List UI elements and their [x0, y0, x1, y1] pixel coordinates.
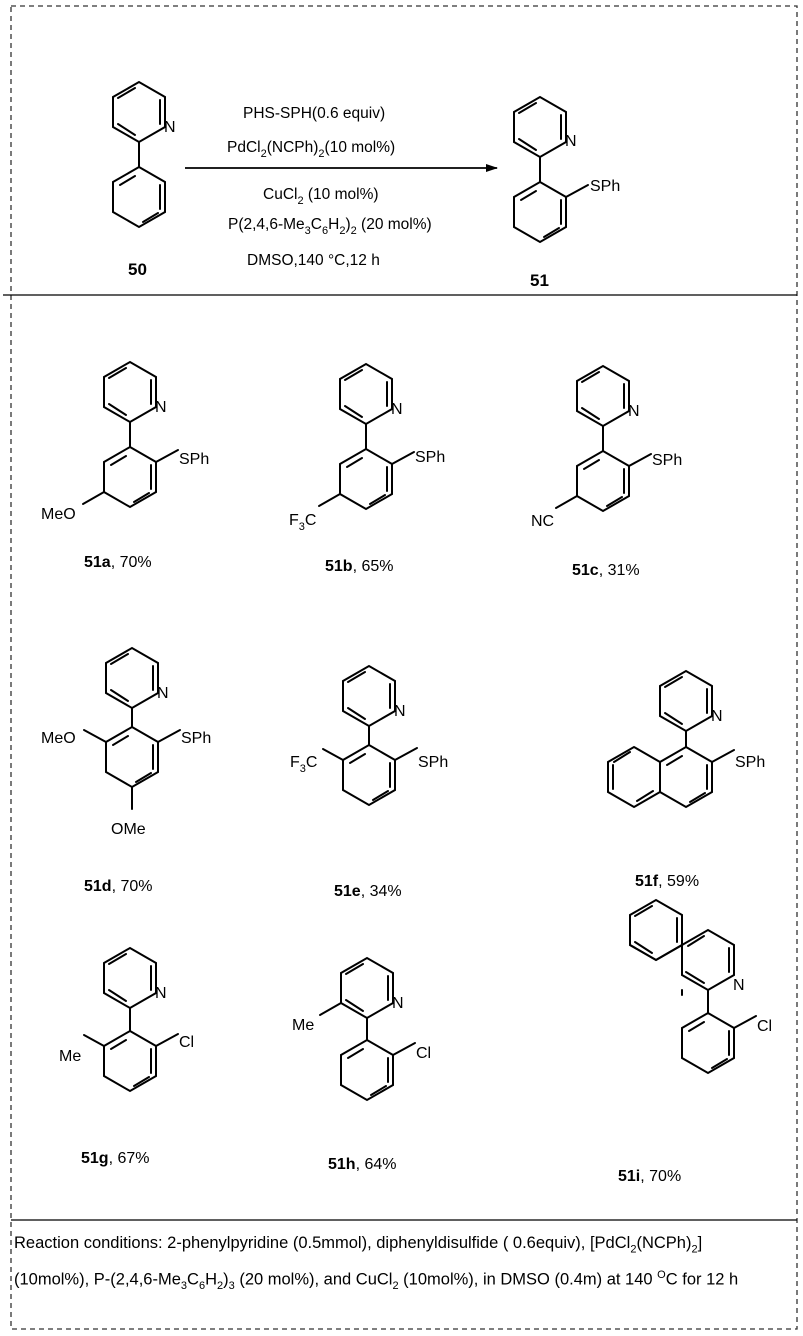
compound-51i: N Cl 51i, 70% [618, 898, 772, 1185]
yield-label-51f: 51f, 59% [635, 873, 699, 890]
yield-label-51g: 51g, 67% [81, 1150, 150, 1167]
yield-label-51b: 51b, 65% [325, 558, 394, 575]
atom-SPh: SPh [181, 730, 211, 747]
condition-line-4: P(2,4,6-Me3C6H2)2 (20 mol%) [228, 216, 432, 237]
atom-N: N [565, 133, 577, 150]
scheme-frame [10, 5, 798, 1330]
compound-51d: N SPh MeO OMe 51d, 70% [41, 646, 211, 895]
compound-51a: N SPh MeO 51a, 70% [41, 360, 209, 571]
atom-Cl: Cl [179, 1034, 194, 1051]
yield-label-51a: 51a, 70% [84, 554, 152, 571]
atom-SPh: SPh [415, 449, 445, 466]
compound-51h: N Cl Me 51h, 64% [292, 956, 431, 1173]
condition-line-3: CuCl2 (10 mol%) [263, 186, 379, 207]
atom-SPh: SPh [735, 754, 765, 771]
atom-MeO: MeO [41, 506, 76, 523]
label-50: 50 [128, 260, 147, 279]
atom-N: N [155, 399, 167, 416]
atom-N: N [733, 977, 745, 994]
yield-label-51c: 51c, 31% [572, 562, 640, 579]
compound-51b: N SPh F3C 51b, 65% [289, 362, 445, 575]
condition-line-2: PdCl2(NCPh)2(10 mol%) [227, 139, 395, 160]
condition-line-1: PHS-SPH(0.6 equiv) [243, 105, 385, 122]
reaction-conditions-footnote: Reaction conditions: 2-phenylpyridine (0… [14, 1234, 739, 1293]
atom-SPh: SPh [652, 452, 682, 469]
atom-SPh: SPh [590, 178, 620, 195]
condition-line-5: DMSO,140 °C,12 h [247, 252, 380, 269]
atom-SPh: SPh [179, 451, 209, 468]
atom-N: N [628, 403, 640, 420]
atom-Me: Me [59, 1048, 81, 1065]
atom-Me: Me [292, 1017, 314, 1034]
atom-N: N [155, 985, 167, 1002]
atom-N: N [164, 119, 176, 136]
compound-51f: N SPh 51f, 59% [607, 669, 765, 890]
atom-MeO: MeO [41, 730, 76, 747]
atom-F3C: F3C [290, 754, 317, 775]
yield-label-51i: 51i, 70% [618, 1168, 681, 1185]
yield-label-51e: 51e, 34% [334, 883, 402, 900]
atom-N: N [394, 703, 406, 720]
atom-N: N [157, 685, 169, 702]
atom-OMe: OMe [111, 821, 146, 838]
atom-N: N [392, 995, 404, 1012]
atom-Cl: Cl [416, 1045, 431, 1062]
product-51: N SPh 51 [513, 95, 620, 290]
starting-material-50: N 50 [112, 80, 176, 279]
atom-NC: NC [531, 513, 554, 530]
label-51: 51 [530, 271, 549, 290]
atom-F3C: F3C [289, 512, 316, 533]
atom-SPh: SPh [418, 754, 448, 771]
compound-51c: N SPh NC 51c, 31% [531, 364, 682, 579]
compound-51e: N SPh F3C 51e, 34% [290, 664, 448, 900]
yield-label-51h: 51h, 64% [328, 1156, 397, 1173]
reaction-conditions: PHS-SPH(0.6 equiv) PdCl2(NCPh)2(10 mol%)… [227, 105, 432, 269]
compound-51g: N Cl Me 51g, 67% [59, 946, 194, 1167]
atom-Cl: Cl [757, 1018, 772, 1035]
atom-N: N [711, 708, 723, 725]
atom-N: N [391, 401, 403, 418]
yield-label-51d: 51d, 70% [84, 878, 153, 895]
